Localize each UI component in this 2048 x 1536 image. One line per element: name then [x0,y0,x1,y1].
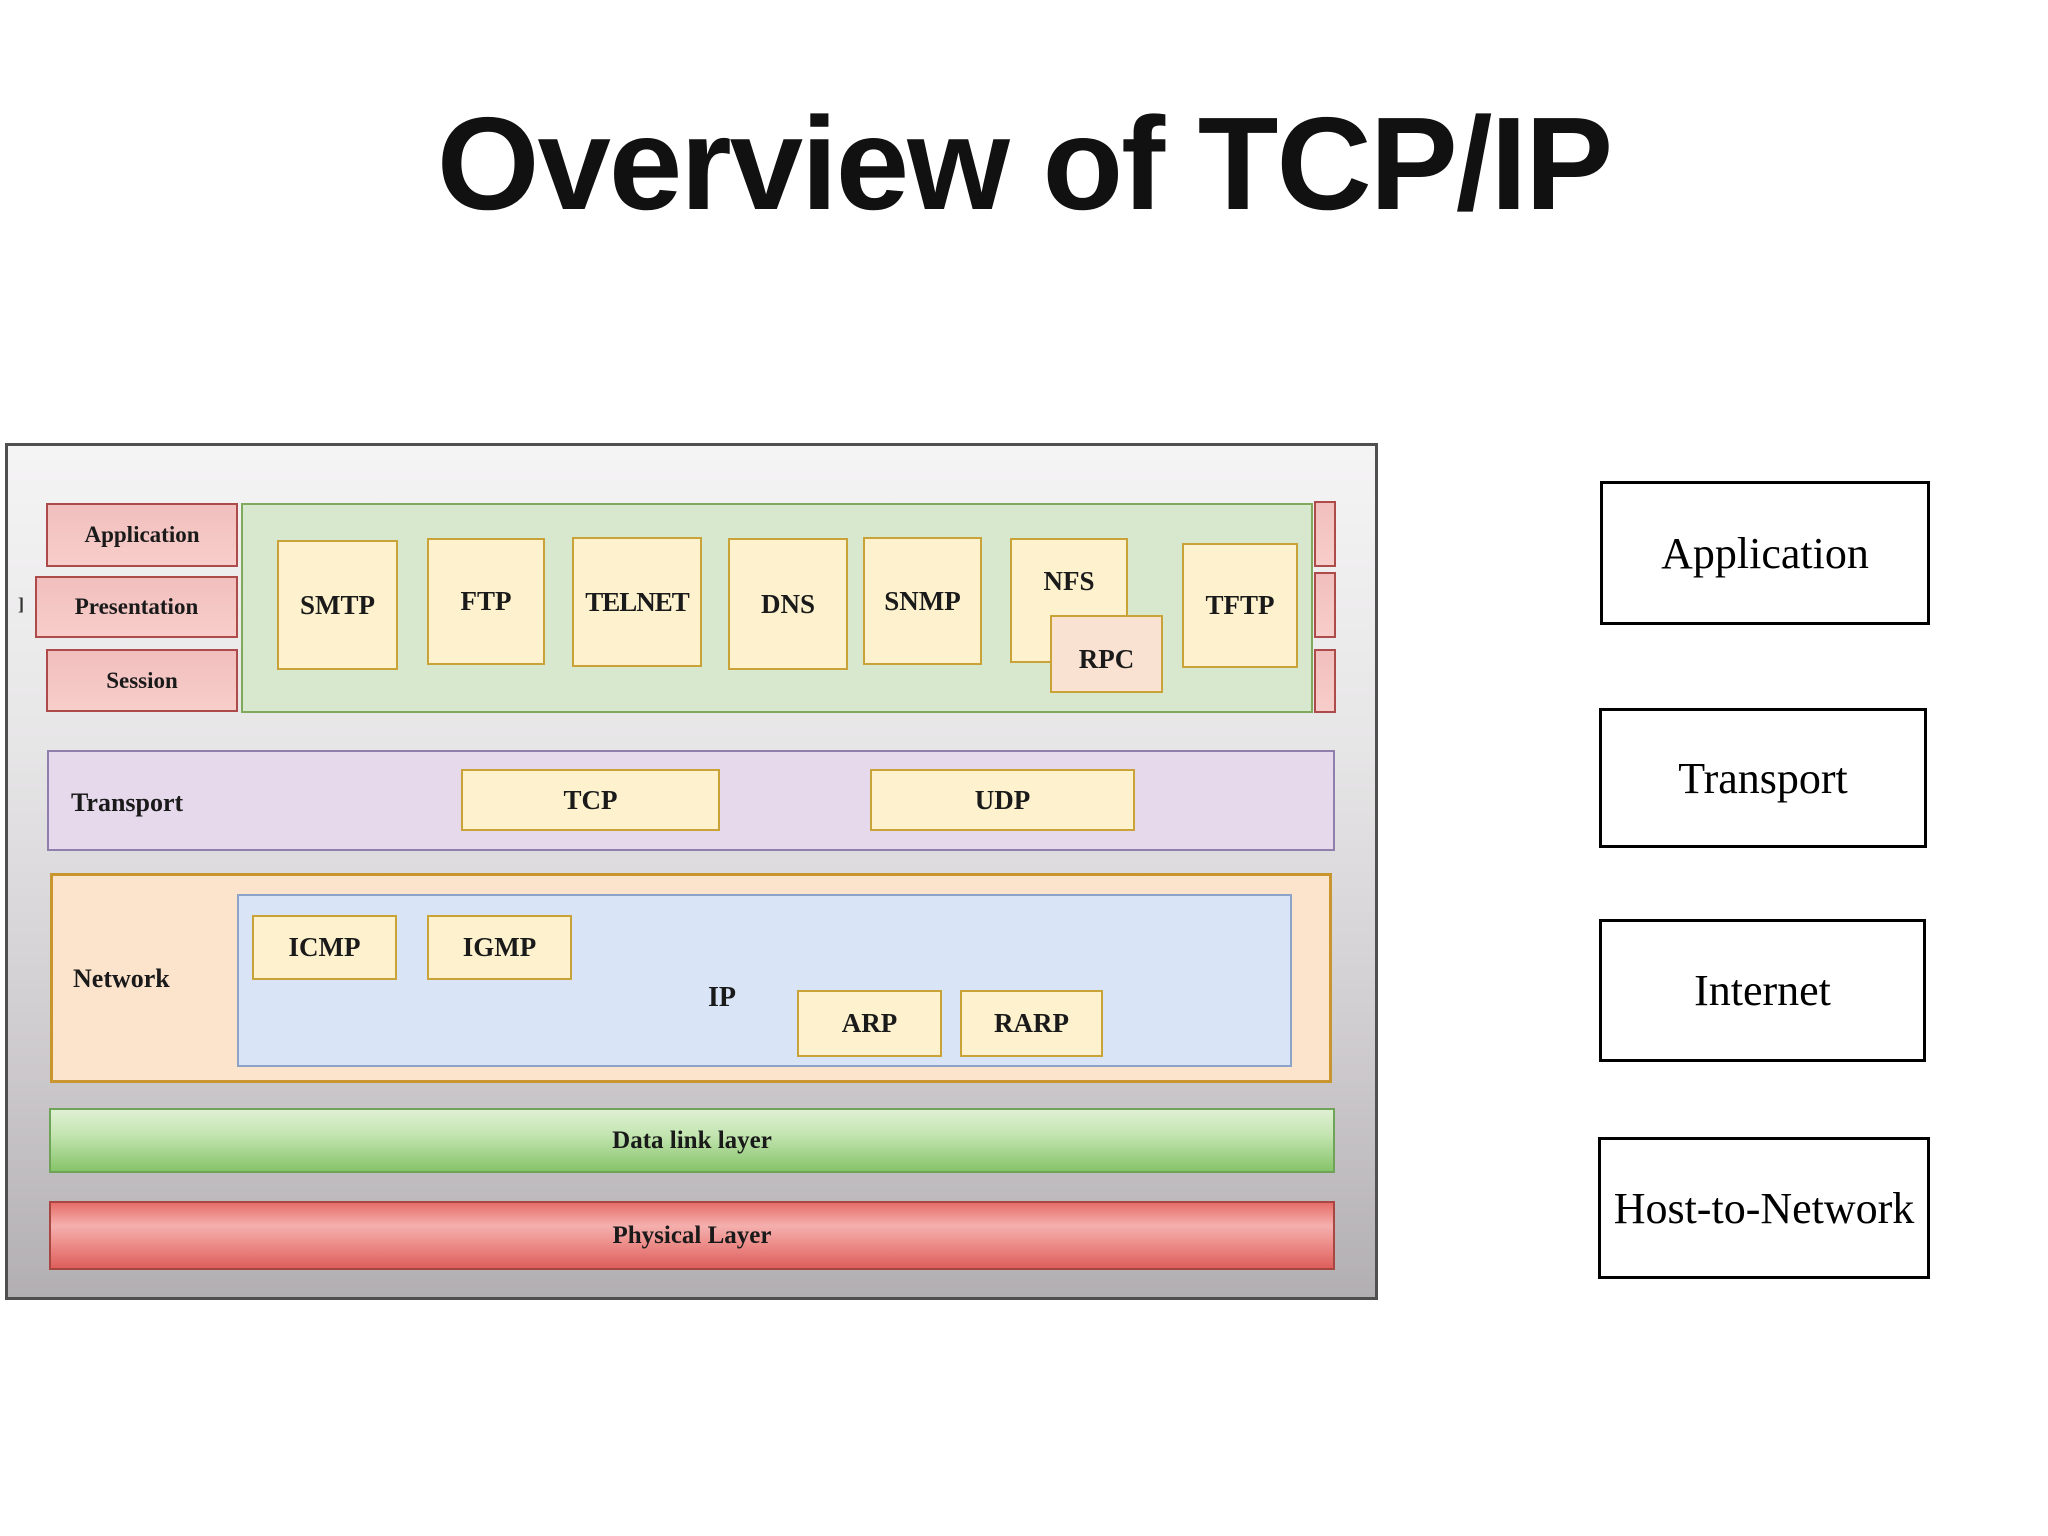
transport-layer-label: Transport [71,788,184,817]
protocol-label: TFTP [1205,590,1275,620]
osi-layer-label: Presentation [74,594,199,619]
osi-layer-session: Session [46,649,238,712]
protocol-label: SMTP [299,589,375,620]
protocol-label: TELNET [585,586,690,617]
slide-title: Overview of TCP/IP [436,90,1613,237]
protocol-label: ICMP [288,932,361,962]
protocol-label: TCP [563,784,618,815]
protocol-label: UDP [974,784,1031,815]
osi-tab-application [1314,501,1336,567]
protocol-tcp: TCP [461,769,720,831]
tcpip-layer-label: Internet [1694,966,1831,1015]
protocol-tftp: TFTP [1182,543,1298,668]
protocol-arp: ARP [797,990,942,1057]
physical-layer-bar: Physical Layer [49,1201,1335,1270]
protocol-label: DNS [760,588,815,619]
osi-layer-label: Application [84,522,200,547]
osi-tab-session [1314,649,1336,713]
protocol-telnet: TELNET [572,537,702,667]
protocol-label: SNMP [884,585,961,616]
network-layer-label: Network [73,964,170,993]
tcpip-layer-transport: Transport [1599,708,1927,848]
osi-tab-presentation [1314,572,1336,638]
protocol-ftp: FTP [427,538,545,665]
physical-layer-label: Physical Layer [612,1221,772,1249]
protocol-udp: UDP [870,769,1135,831]
osi-layer-label: Session [106,667,178,693]
protocol-igmp: IGMP [427,915,572,980]
osi-layer-application: Application [46,503,238,567]
osi-layer-presentation: Presentation [35,576,238,638]
protocol-label: FTP [460,586,512,616]
tcpip-layer-internet: Internet [1599,919,1926,1062]
tcpip-stack-diagram: Application Presentation Session ] SMTP … [5,443,1378,1300]
tcpip-layer-label: Transport [1678,753,1848,803]
tcpip-layer-host-to-network: Host-to-Network [1598,1137,1930,1279]
datalink-layer-bar: Data link layer [49,1108,1335,1173]
transport-layer-band: Transport TCP UDP [47,750,1335,851]
ip-box: ICMP IGMP IP ARP RARP [237,894,1292,1067]
stray-mark: ] [18,594,24,614]
datalink-layer-label: Data link layer [612,1126,772,1154]
network-layer-band: Network ICMP IGMP IP ARP RARP [50,873,1332,1083]
protocol-label: ARP [841,1008,898,1038]
protocol-rarp: RARP [960,990,1103,1057]
protocol-smtp: SMTP [277,540,398,670]
protocol-snmp: SNMP [863,537,982,665]
protocol-label: RARP [994,1008,1069,1038]
protocol-rpc: RPC [1050,615,1163,693]
protocol-label: RPC [1078,643,1135,674]
ip-label: IP [708,982,736,1013]
protocol-icmp: ICMP [252,915,397,980]
protocol-label: IGMP [462,932,537,962]
protocol-dns: DNS [728,538,848,670]
protocol-label: NFS [1043,566,1095,596]
tcpip-layer-label: Host-to-Network [1613,1183,1915,1233]
tcpip-layer-application: Application [1600,481,1930,625]
tcpip-layer-label: Application [1661,528,1869,578]
